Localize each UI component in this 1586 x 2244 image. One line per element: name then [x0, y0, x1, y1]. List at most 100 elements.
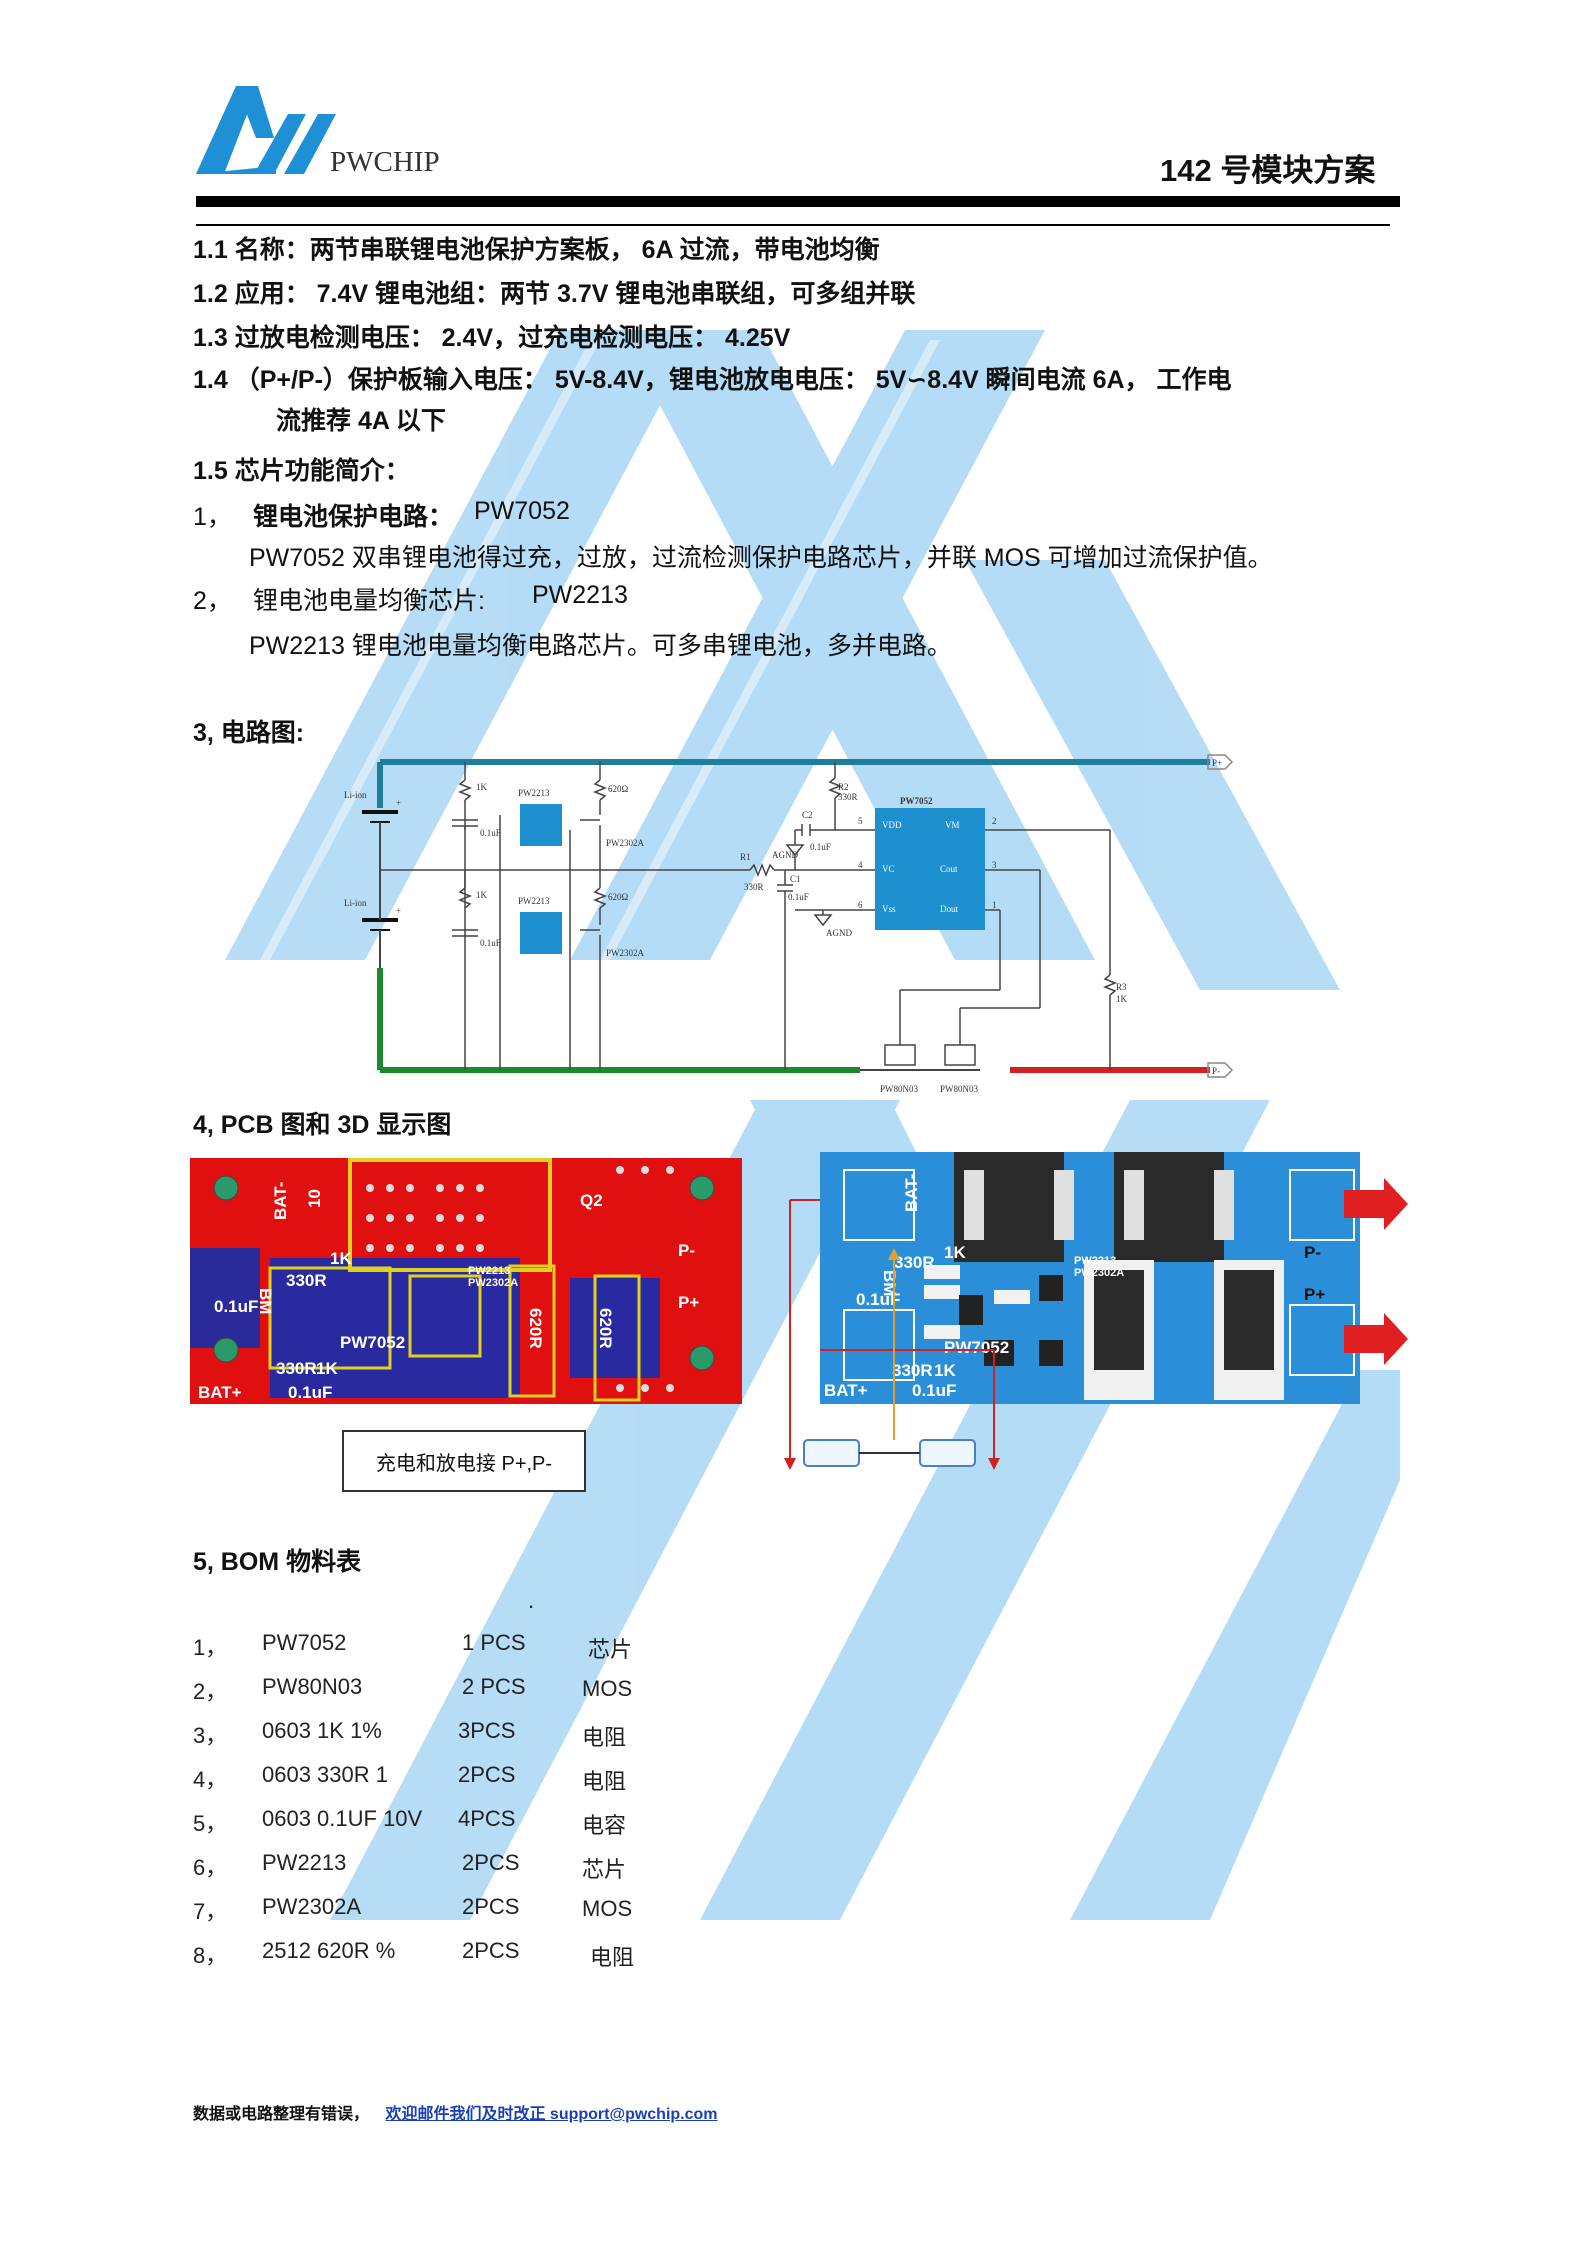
chip2-index: 2，	[193, 587, 232, 615]
bom-qty: 2PCS	[462, 1938, 520, 1963]
bom-dot: .	[528, 1588, 535, 1613]
svg-text:BM: BM	[256, 1288, 275, 1314]
svg-text:BAT-: BAT-	[271, 1182, 290, 1220]
svg-text:BAT+: BAT+	[198, 1383, 242, 1402]
label-pw80n03-2: PW80N03	[940, 1084, 978, 1094]
section-4-heading: 4, PCB 图和 3D 显示图	[193, 1111, 452, 1139]
svg-text:330R: 330R	[892, 1361, 933, 1380]
section-1-4-cont: 流推荐 4A 以下	[276, 407, 446, 435]
svg-text:620Ω: 620Ω	[608, 892, 629, 902]
bom-qty: 2PCS	[458, 1762, 516, 1787]
bom-idx: 7，	[193, 1899, 228, 1924]
pcb-caption-box: 充电和放电接 P+,P-	[342, 1430, 586, 1492]
pw7052-chip	[875, 808, 985, 930]
svg-text:PW7052: PW7052	[340, 1333, 405, 1352]
label-pw80n03-1: PW80N03	[880, 1084, 918, 1094]
svg-text:0.1uF: 0.1uF	[214, 1297, 258, 1316]
svg-text:PW2302A: PW2302A	[468, 1277, 518, 1289]
footer-text: 数据或电路整理有错误，	[193, 2106, 370, 2123]
svg-text:+: +	[396, 798, 401, 808]
svg-text:1: 1	[992, 900, 997, 910]
section-1-4: 1.4 （P+/P-）保护板输入电压： 5V-8.4V，锂电池放电电压： 5V∽…	[193, 366, 1232, 394]
chip1-label: 锂电池保护电路：	[253, 503, 454, 531]
bom-qty: 2 PCS	[462, 1674, 526, 1699]
chip1-description: PW7052 双串锂电池得过充，过放，过流检测保护电路芯片，并联 MOS 可增加…	[249, 544, 1273, 572]
bom-part: 2512 620R %	[262, 1938, 396, 1963]
label-liion-2: Li-ion	[344, 898, 367, 908]
pwchip-logo-icon	[196, 86, 336, 174]
output-arrow-icon	[1344, 1178, 1408, 1365]
footer-note: 数据或电路整理有错误， 欢迎邮件我们及时改正 support@pwchip.co…	[193, 2100, 718, 2124]
bom-idx: 1，	[193, 1635, 228, 1660]
svg-text:1K: 1K	[476, 782, 488, 792]
bom-idx: 5，	[193, 1811, 228, 1836]
svg-text:R1: R1	[740, 852, 751, 862]
svg-text:330R: 330R	[894, 1253, 935, 1272]
svg-text:0.1uF: 0.1uF	[788, 892, 809, 902]
circuit-schematic: P+ P- Li-ion Li-ion + +	[344, 754, 1234, 1094]
section-1-1: 1.1 名称：两节串联锂电池保护方案板， 6A 过流，带电池均衡	[193, 236, 880, 264]
svg-text:R3: R3	[1116, 982, 1127, 992]
section-5-heading: 5, BOM 物料表	[193, 1548, 362, 1576]
bom-part: 0603 0.1UF 10V	[262, 1806, 423, 1831]
section-1-2: 1.2 应用： 7.4V 锂电池组：两节 3.7V 锂电池串联组，可多组并联	[193, 280, 916, 308]
svg-text:0.1uF: 0.1uF	[288, 1383, 332, 1402]
svg-text:2: 2	[992, 816, 997, 826]
bom-qty: 1 PCS	[462, 1630, 526, 1655]
chip2-description: PW2213 锂电池电量均衡电路芯片。可多串锂电池，多并电路。	[249, 632, 952, 660]
svg-text:VM: VM	[945, 820, 960, 830]
svg-text:620R: 620R	[596, 1308, 615, 1349]
svg-text:1K: 1K	[330, 1249, 352, 1268]
svg-text:+: +	[396, 906, 401, 916]
svg-text:C2: C2	[802, 810, 813, 820]
label-liion-1: Li-ion	[344, 790, 367, 800]
svg-text:R2: R2	[838, 782, 849, 792]
section-1-5: 1.5 芯片功能简介：	[193, 457, 410, 485]
bom-idx: 6，	[193, 1855, 228, 1880]
svg-text:330R: 330R	[744, 882, 764, 892]
svg-text:VDD: VDD	[882, 820, 902, 830]
support-email-link[interactable]: 欢迎邮件我们及时改正 support@pwchip.com	[385, 2106, 718, 2123]
document-title: 142 号模块方案	[1160, 153, 1376, 188]
bom-qty: 3PCS	[458, 1718, 516, 1743]
header-rule-thin	[196, 224, 1390, 226]
bom-part: 0603 1K 1%	[262, 1718, 382, 1743]
bom-part: PW80N03	[262, 1674, 363, 1699]
svg-text:330R: 330R	[286, 1271, 327, 1290]
svg-text:5: 5	[858, 816, 863, 826]
bom-qty: 2PCS	[462, 1850, 520, 1875]
svg-text:Q2: Q2	[580, 1191, 603, 1210]
bom-idx: 8，	[193, 1943, 228, 1968]
svg-text:620Ω: 620Ω	[608, 784, 629, 794]
svg-text:Cout: Cout	[940, 864, 958, 874]
bom-part: PW2213	[262, 1850, 347, 1875]
svg-text:PW2213: PW2213	[468, 1265, 510, 1277]
svg-text:1K: 1K	[944, 1243, 966, 1262]
svg-text:1K: 1K	[476, 890, 488, 900]
bom-type: MOS	[582, 1676, 633, 1701]
label-pminus: P-	[1212, 1066, 1220, 1076]
terminal-pminus-icon	[1207, 1062, 1234, 1078]
section-3-heading: 3, 电路图:	[193, 719, 305, 747]
bom-type: 电阻	[590, 1945, 635, 1970]
logo-text: PWCHIP	[330, 146, 440, 178]
svg-text:0.1uF: 0.1uF	[810, 842, 831, 852]
bom-qty: 4PCS	[458, 1806, 516, 1831]
battery-icon	[803, 1439, 976, 1467]
bom-type: 电容	[582, 1813, 627, 1838]
chip2-part: PW2213	[532, 581, 628, 609]
bom-idx: 2，	[193, 1679, 228, 1704]
pw2213-chip-2	[520, 912, 562, 954]
label-pw2213-1: PW2213	[518, 788, 550, 798]
bom-part: 0603 330R 1	[262, 1762, 388, 1787]
bom-idx: 4，	[193, 1767, 228, 1792]
svg-text:VC: VC	[882, 864, 895, 874]
bom-type: 电阻	[582, 1725, 627, 1750]
svg-text:0.1uF: 0.1uF	[480, 938, 501, 948]
svg-text:Vss: Vss	[882, 904, 896, 914]
pcb-layout-image: BAT- 330R 1K BM 0.1uF PW7052 330R 1K BAT…	[190, 1158, 742, 1404]
pw2213-chip-1	[520, 804, 562, 846]
svg-text:6: 6	[858, 900, 863, 910]
chip2-label: 锂电池电量均衡芯片:	[253, 587, 485, 615]
bom-idx: 3，	[193, 1723, 228, 1748]
